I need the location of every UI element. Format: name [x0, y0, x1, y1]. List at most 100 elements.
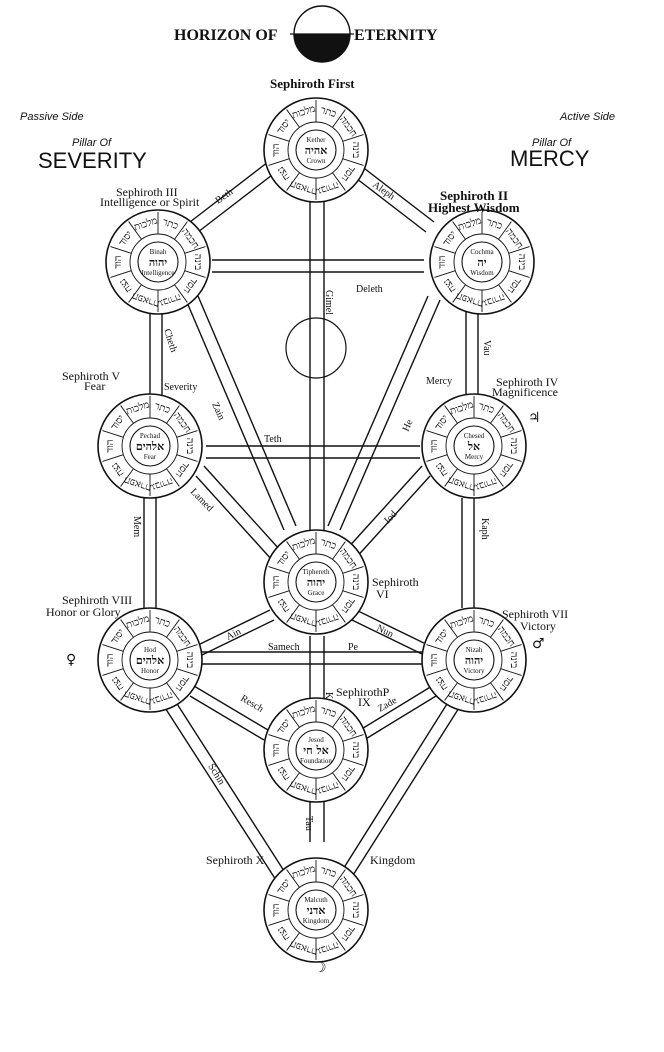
sephirah-spoke — [176, 430, 198, 438]
sephirah-inner-meaning: Victory — [464, 667, 485, 675]
path-label-mercy: Mercy — [426, 376, 452, 387]
sephirah-spoke — [174, 221, 188, 240]
path-label-nun: Nun — [375, 623, 395, 640]
sephirah-spoke — [120, 619, 134, 638]
moon-symbol-icon: ☽ — [314, 960, 327, 976]
sephirah-spoke — [490, 619, 504, 638]
sephirah-ring-glyph: הוד — [429, 653, 440, 666]
sephirah-spoke — [102, 644, 124, 652]
sephirah-s10: כתרחכמהבינהחסדגבורהתפארתנצחהודיסודמלכותM… — [263, 857, 369, 963]
sephirah-ring-glyph: כתר — [319, 537, 338, 552]
sephirah-divine-name: אדני — [307, 904, 326, 917]
sephirah-spoke — [426, 668, 448, 676]
sephirah-ring-glyph: הוד — [271, 575, 282, 588]
s3-sub: Intelligence or Spirit — [100, 195, 200, 209]
header-title-left: HORIZON OF — [174, 27, 278, 44]
sephiroth-layer: כתרחכמהבינהחסדגבורהתפארתנצחהודיסודמלכותK… — [97, 97, 535, 963]
sephirah-ring-glyph: בינה — [350, 902, 361, 919]
sephirah-inner-circle — [295, 889, 337, 931]
path-label-lamed: Lamed — [188, 486, 215, 514]
sephirah-spoke — [120, 468, 134, 487]
s10-title: Sephiroth X — [206, 853, 265, 867]
sephirah-spoke — [184, 270, 206, 278]
s8-title: Sephiroth VIII — [62, 593, 132, 607]
sephirah-ring-glyph: בינה — [508, 438, 519, 455]
sephirah-spoke — [426, 644, 448, 652]
sephirah-ring-glyph: הוד — [105, 439, 116, 452]
sephirah-inner-circle — [137, 241, 179, 283]
sephirah-spoke — [434, 246, 456, 254]
sephirah-ring-glyph: כתר — [477, 401, 496, 416]
sephirah-inner-meaning: Fear — [144, 453, 157, 461]
path-label-severity: Severity — [164, 382, 197, 393]
sephirah-ring-glyph: בינה — [184, 438, 195, 455]
sephirah-divine-name: יהוה — [149, 256, 167, 269]
header-title-right: ETERNITY — [354, 27, 438, 44]
sephirah-inner-name: Chesed — [464, 432, 485, 440]
passive-side-label: Passive Side — [20, 111, 84, 123]
sephirah-spoke — [332, 709, 346, 728]
path-label-pe: Pe — [348, 642, 359, 653]
sephirah-ring-glyph: בינה — [350, 574, 361, 591]
sephirah-inner-name: Cochma — [470, 248, 494, 256]
sephirah-divine-name: אלהים — [136, 440, 164, 453]
sephirah-ring-glyph: הוד — [105, 653, 116, 666]
sephirah-spoke — [508, 246, 530, 254]
sephirah-inner-circle — [129, 425, 171, 467]
sephirah-inner-name: Tiphereth — [303, 568, 330, 576]
sephirah-divine-name: יהוה — [465, 654, 483, 667]
sephirah-spoke — [332, 932, 346, 951]
path-label-he: He — [401, 418, 416, 434]
s6-sub: VI — [376, 587, 389, 601]
sephirah-ring-glyph: כתר — [153, 401, 172, 416]
sephirah-ring-glyph: כתר — [477, 615, 496, 630]
sephirah-spoke — [166, 682, 180, 701]
sephirah-divine-name: יהוה — [307, 576, 325, 589]
sephirah-spoke — [500, 668, 522, 676]
sephirah-ring-glyph: בינה — [350, 742, 361, 759]
sephirah-spoke — [332, 869, 346, 888]
sephirah-spoke — [342, 158, 364, 166]
sephirah-spoke — [500, 430, 522, 438]
sephirah-spoke — [176, 454, 198, 462]
sephirah-spoke — [102, 454, 124, 462]
sephirah-ring-glyph: בינה — [192, 254, 203, 271]
sephirah-ring-glyph: כתר — [153, 615, 172, 630]
sephirah-spoke — [286, 172, 300, 191]
sephirah-inner-name: Malcuth — [304, 896, 328, 904]
sephirah-inner-circle — [461, 241, 503, 283]
sephirah-spoke — [342, 134, 364, 142]
sephirah-spoke — [268, 566, 290, 574]
sephirah-spoke — [166, 468, 180, 487]
sephirah-spoke — [444, 619, 458, 638]
pillar-right-of: Pillar Of — [532, 137, 572, 149]
sephirah-s7: כתרחכמהבינהחסדגבורהתפארתנצחהודיסודמלכותN… — [421, 607, 527, 713]
sephirah-inner-name: Pechad — [140, 432, 161, 440]
s6-title: Sephiroth — [372, 575, 419, 589]
sephirah-spoke — [184, 246, 206, 254]
sephirah-spoke — [434, 270, 456, 278]
s2-title: Sephiroth II — [440, 188, 508, 203]
path-label-iod: Iod — [382, 509, 399, 526]
s4-sub: Magnificence — [492, 385, 558, 399]
path-label-teth: Teth — [264, 434, 282, 445]
sephirah-s1: כתרחכמהבינהחסדגבורהתפארתנצחהודיסודמלכותK… — [263, 97, 369, 203]
sephirah-inner-name: Jesod — [308, 736, 324, 744]
sephirah-ring-glyph: בינה — [184, 652, 195, 669]
sephirah-inner-meaning: Intelligence — [141, 269, 174, 277]
path-label-vau: Vau — [481, 340, 492, 356]
path-label-mem: Mem — [131, 516, 142, 537]
jupiter-symbol-icon: ♃ — [528, 410, 541, 426]
sephirah-ring-glyph: הוד — [271, 903, 282, 916]
sephirah-spoke — [110, 246, 132, 254]
sephirah-spoke — [444, 682, 458, 701]
sephirah-s6: כתרחכמהבינהחסדגבורהתפארתנצחהודיסודמלכותT… — [263, 529, 369, 635]
sephirah-inner-circle — [453, 425, 495, 467]
sephirah-inner-circle — [295, 129, 337, 171]
s5-title: Sephiroth V — [62, 369, 120, 383]
sephirah-s5: כתרחכמהבינהחסדגבורהתפארתנצחהודיסודמלכותP… — [97, 393, 203, 499]
sephirah-spoke — [342, 918, 364, 926]
sephirah-spoke — [128, 284, 142, 303]
sephirah-divine-name: אהיה — [305, 144, 328, 157]
